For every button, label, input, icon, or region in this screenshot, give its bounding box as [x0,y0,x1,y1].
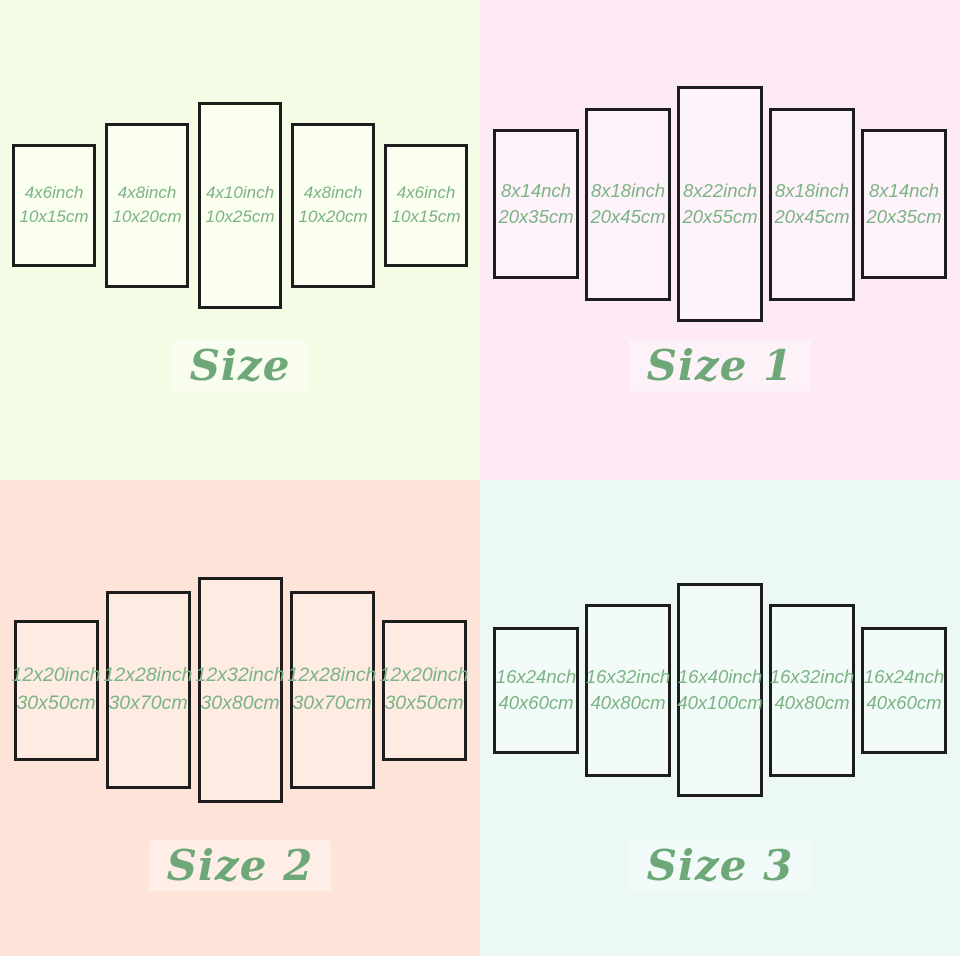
quadrant-size-2: 12x20inch 30x50cm 12x28inch 30x70cm 12x3… [0,480,480,956]
panel-row: 16x24nch 40x60cm 16x32inch 40x80cm 16x40… [480,480,960,900]
panel-outer-left: 12x20inch 30x50cm [11,619,101,761]
panel-cm-label: 40x100cm [677,692,763,713]
panel-inch-label: 12x28inch [287,664,377,687]
panel-outer-right: 8x14nch 20x35cm [861,129,947,279]
panel-cm-label: 10x25cm [205,207,275,226]
panel-cm-label: 20x35cm [498,206,574,227]
panel-mid-left: 4x8inch 10x20cm [105,122,189,288]
quadrant-title-text: Size 2 [148,840,332,891]
quadrant-size-1: 8x14nch 20x35cm 8x18inch 20x45cm 8x22inc… [480,0,960,480]
quadrant-title-text: Size [171,340,309,391]
quadrant-title: Size 3 [480,840,960,891]
panel-center: 4x10inch 10x25cm [198,101,282,309]
panel-inch-label: 4x6inch [396,182,456,202]
panel-cm-label: 10x15cm [19,207,89,226]
panel-cm-label: 30x70cm [108,692,188,714]
panel-cm-label: 30x50cm [384,692,464,714]
quadrant-size-3: 16x24nch 40x60cm 16x32inch 40x80cm 16x40… [480,480,960,956]
panel-cm-label: 10x20cm [298,207,368,226]
panel-outer-left: 16x24nch 40x60cm [493,626,579,754]
panel-cm-label: 40x60cm [866,692,942,713]
quadrant-title: Size 1 [480,340,960,391]
quadrant-title: Size [0,340,480,391]
panel-outer-right: 16x24nch 40x60cm [861,626,947,754]
panel-cm-label: 20x45cm [590,206,666,227]
panel-inch-label: 8x18inch [590,179,666,201]
panel-outer-left: 4x6inch 10x15cm [12,143,96,267]
panel-outer-right: 4x6inch 10x15cm [384,143,468,267]
panel-outer-left: 8x14nch 20x35cm [493,129,579,279]
panel-inch-label: 12x32inch [195,664,285,687]
panel-cm-label: 30x80cm [200,692,280,714]
panel-inch-label: 4x10inch [205,182,275,202]
panel-cm-label: 20x45cm [774,206,850,227]
panel-inch-label: 8x18inch [774,179,850,201]
panel-cm-label: 20x35cm [866,206,942,227]
panel-inch-label: 12x20inch [379,664,469,687]
panel-center: 8x22inch 20x55cm [677,86,763,322]
panel-mid-left: 12x28inch 30x70cm [103,591,193,789]
quadrant-title-text: Size 1 [628,340,812,391]
quadrant-title-text: Size 3 [628,840,812,891]
panel-inch-label: 8x22inch [682,179,758,201]
panel-cm-label: 40x60cm [498,692,574,713]
panel-row: 8x14nch 20x35cm 8x18inch 20x45cm 8x22inc… [480,0,960,408]
panel-inch-label: 16x40inch [677,665,763,687]
panel-cm-label: 40x80cm [590,692,666,713]
panel-cm-label: 40x80cm [774,692,850,713]
panel-inch-label: 12x20inch [11,664,101,687]
panel-inch-label: 4x6inch [24,182,84,202]
panel-mid-right: 16x32inch 40x80cm [769,603,855,777]
panel-row: 4x6inch 10x15cm 4x8inch 10x20cm 4x10inch… [0,0,480,410]
panel-inch-label: 16x32inch [769,665,855,687]
panel-cm-label: 30x70cm [292,692,372,714]
panel-inch-label: 16x24nch [495,665,577,687]
panel-inch-label: 16x32inch [585,665,671,687]
panel-mid-left: 16x32inch 40x80cm [585,603,671,777]
panel-mid-right: 8x18inch 20x45cm [769,107,855,301]
panel-inch-label: 16x24nch [863,665,945,687]
panel-inch-label: 8x14nch [501,179,571,201]
panel-inch-label: 8x14nch [869,179,939,201]
panel-mid-right: 12x28inch 30x70cm [287,591,377,789]
panel-center: 16x40inch 40x100cm [677,583,763,797]
panel-cm-label: 10x15cm [391,207,461,226]
panel-cm-label: 10x20cm [112,207,182,226]
panel-cm-label: 20x55cm [682,206,758,227]
panel-mid-right: 4x8inch 10x20cm [291,122,375,288]
panel-mid-left: 8x18inch 20x45cm [585,107,671,301]
quadrant-title: Size 2 [0,840,480,891]
panel-center: 12x32inch 30x80cm [195,577,285,803]
panel-inch-label: 12x28inch [103,664,193,687]
panel-outer-right: 12x20inch 30x50cm [379,619,469,761]
quadrant-size: 4x6inch 10x15cm 4x8inch 10x20cm 4x10inch… [0,0,480,480]
panel-row: 12x20inch 30x50cm 12x28inch 30x70cm 12x3… [0,480,480,900]
panel-cm-label: 30x50cm [16,692,96,714]
panel-inch-label: 4x8inch [303,182,363,202]
panel-inch-label: 4x8inch [117,182,177,202]
